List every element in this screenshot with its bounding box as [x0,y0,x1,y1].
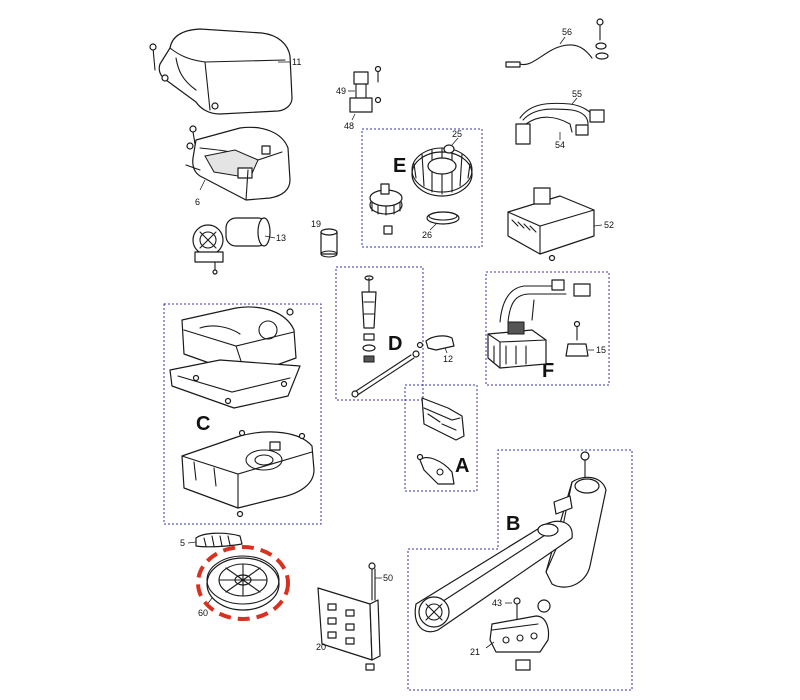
group-label-a: A [455,455,469,477]
part-52-board: 52 [507,187,614,262]
group-label-f: F [542,360,554,382]
callout-55: 55 [572,89,582,99]
callout-19: 19 [311,219,321,229]
group-label-d: D [388,333,402,355]
callout-25: 25 [452,129,462,139]
part-11-cover: 11 [149,28,301,115]
part-5-clip: 5 [180,532,243,548]
part-12-bracket: 12 [416,335,455,364]
callout-26: 26 [422,230,432,240]
part-60-wheel: 60 [196,545,290,621]
callout-11: 11 [292,57,301,67]
callout-43: 43 [492,598,502,608]
highlight-circle [196,545,290,621]
part-48-49-switch: 49 48 [336,65,382,131]
callout-6: 6 [195,197,200,207]
group-label-e: E [393,155,406,177]
group-e-gears: E 25 26 [361,128,483,248]
part-20-50-plate: 50 20 [316,562,393,671]
group-label-c: C [196,413,210,435]
callout-12: 12 [443,354,453,364]
part-13-motor: 13 [192,217,286,275]
callout-48: 48 [344,121,354,131]
callout-56: 56 [562,27,572,37]
group-a-cover-plates: A [404,384,478,492]
part-19-spacer: 19 [311,219,338,258]
callout-54: 54 [555,140,565,150]
group-c-housing: C [163,303,322,525]
group-b-arm: B 43 21 [407,449,633,691]
group-d-shaft: D [335,266,424,401]
group-label-b: B [506,513,520,535]
callout-49: 49 [336,86,346,96]
callout-60: 60 [198,608,208,618]
group-f-transformer: F 15 [485,271,610,386]
callout-52: 52 [604,220,614,230]
parts-54-56-cables: 56 55 54 [505,18,609,150]
callout-13: 13 [276,233,286,243]
callout-50: 50 [383,573,393,583]
callout-5: 5 [180,538,185,548]
callout-15: 15 [596,345,606,355]
callout-21: 21 [470,647,480,657]
callout-20: 20 [316,642,326,652]
part-6-control-unit: 6 [185,125,291,207]
